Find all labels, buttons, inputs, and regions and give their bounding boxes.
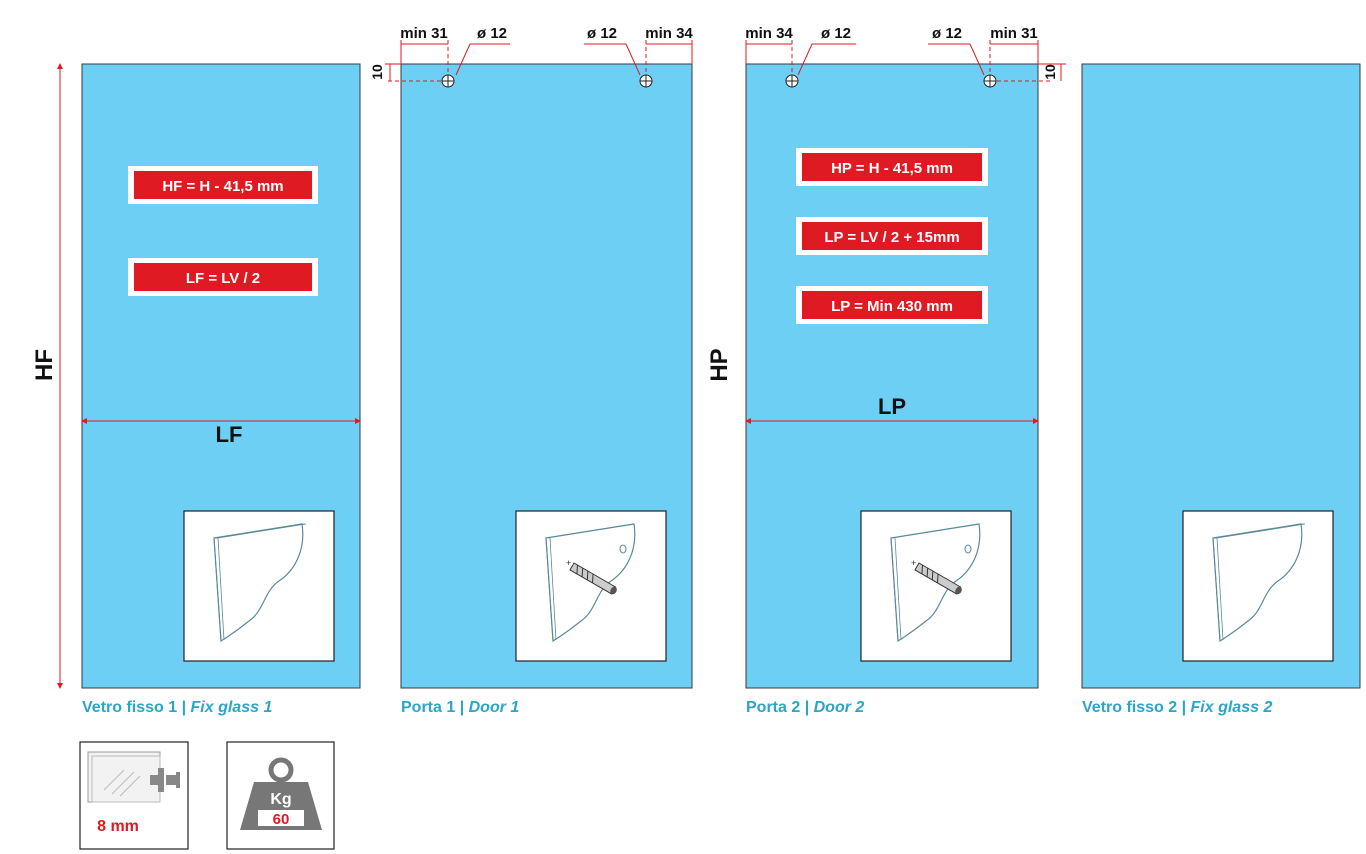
hf-height-label: HF [31,349,58,381]
glass-thickness-value: 8 mm [97,818,139,835]
door-1-caption: Porta 1 | Door 1 [401,699,519,717]
caption-en: Door 2 [813,699,865,716]
door-2-diameter-right: ø 12 [932,25,962,42]
caption-en: Fix glass 1 [190,699,273,716]
door-1-hole-right [584,40,693,88]
formula-lp-min: LP = Min 430 mm [831,298,953,315]
door-2-edge-min-right: min 31 [990,25,1038,42]
door-2-caption: Porta 2 | Door 2 [746,699,864,717]
caption-it: Porta 1 | [401,699,469,716]
door-2-edge-min-left: min 34 [745,25,793,42]
door-1-edge-min-right: min 34 [645,25,693,42]
fix-glass-1-caption: Vetro fisso 1 | Fix glass 1 [82,699,272,717]
door-2-hole-left [745,40,856,88]
caption-it: Porta 2 | [746,699,814,716]
hp-height-label: HP [706,348,733,381]
drilled-glass-icon [515,510,667,662]
door-1-edge-min-left: min 31 [400,25,448,42]
glass-thickness-icon [79,741,189,850]
drilled-glass-icon [860,510,1012,662]
door-1-hole-left [385,40,510,88]
caption-it: Vetro fisso 1 | [82,699,191,716]
door-1-top-offset: 10 [369,64,385,80]
weight-unit: Kg [270,791,291,808]
glass-panel-icon [183,510,335,662]
caption-en: Door 1 [468,699,520,716]
door-2-top-offset: 10 [1042,64,1058,80]
door-2-diameter-left: ø 12 [821,25,851,42]
weight-value: 60 [273,811,290,828]
caption-en: Fix glass 2 [1190,699,1273,716]
door-1-diameter-left: ø 12 [477,25,507,42]
formula-lf: LF = LV / 2 [186,270,260,287]
fix-glass-2-caption: Vetro fisso 2 | Fix glass 2 [1082,699,1272,717]
lf-width-label: LF [216,422,243,447]
glass-panel-icon [1182,510,1334,662]
formula-hp: HP = H - 41,5 mm [831,160,953,177]
formula-hf: HF = H - 41,5 mm [162,178,283,195]
lp-width-label: LP [878,394,906,419]
door-1-diameter-right: ø 12 [587,25,617,42]
weight-icon [226,741,335,850]
caption-it: Vetro fisso 2 | [1082,699,1191,716]
formula-lp: LP = LV / 2 + 15mm [824,229,959,246]
door-2-hole-right [928,40,1066,88]
